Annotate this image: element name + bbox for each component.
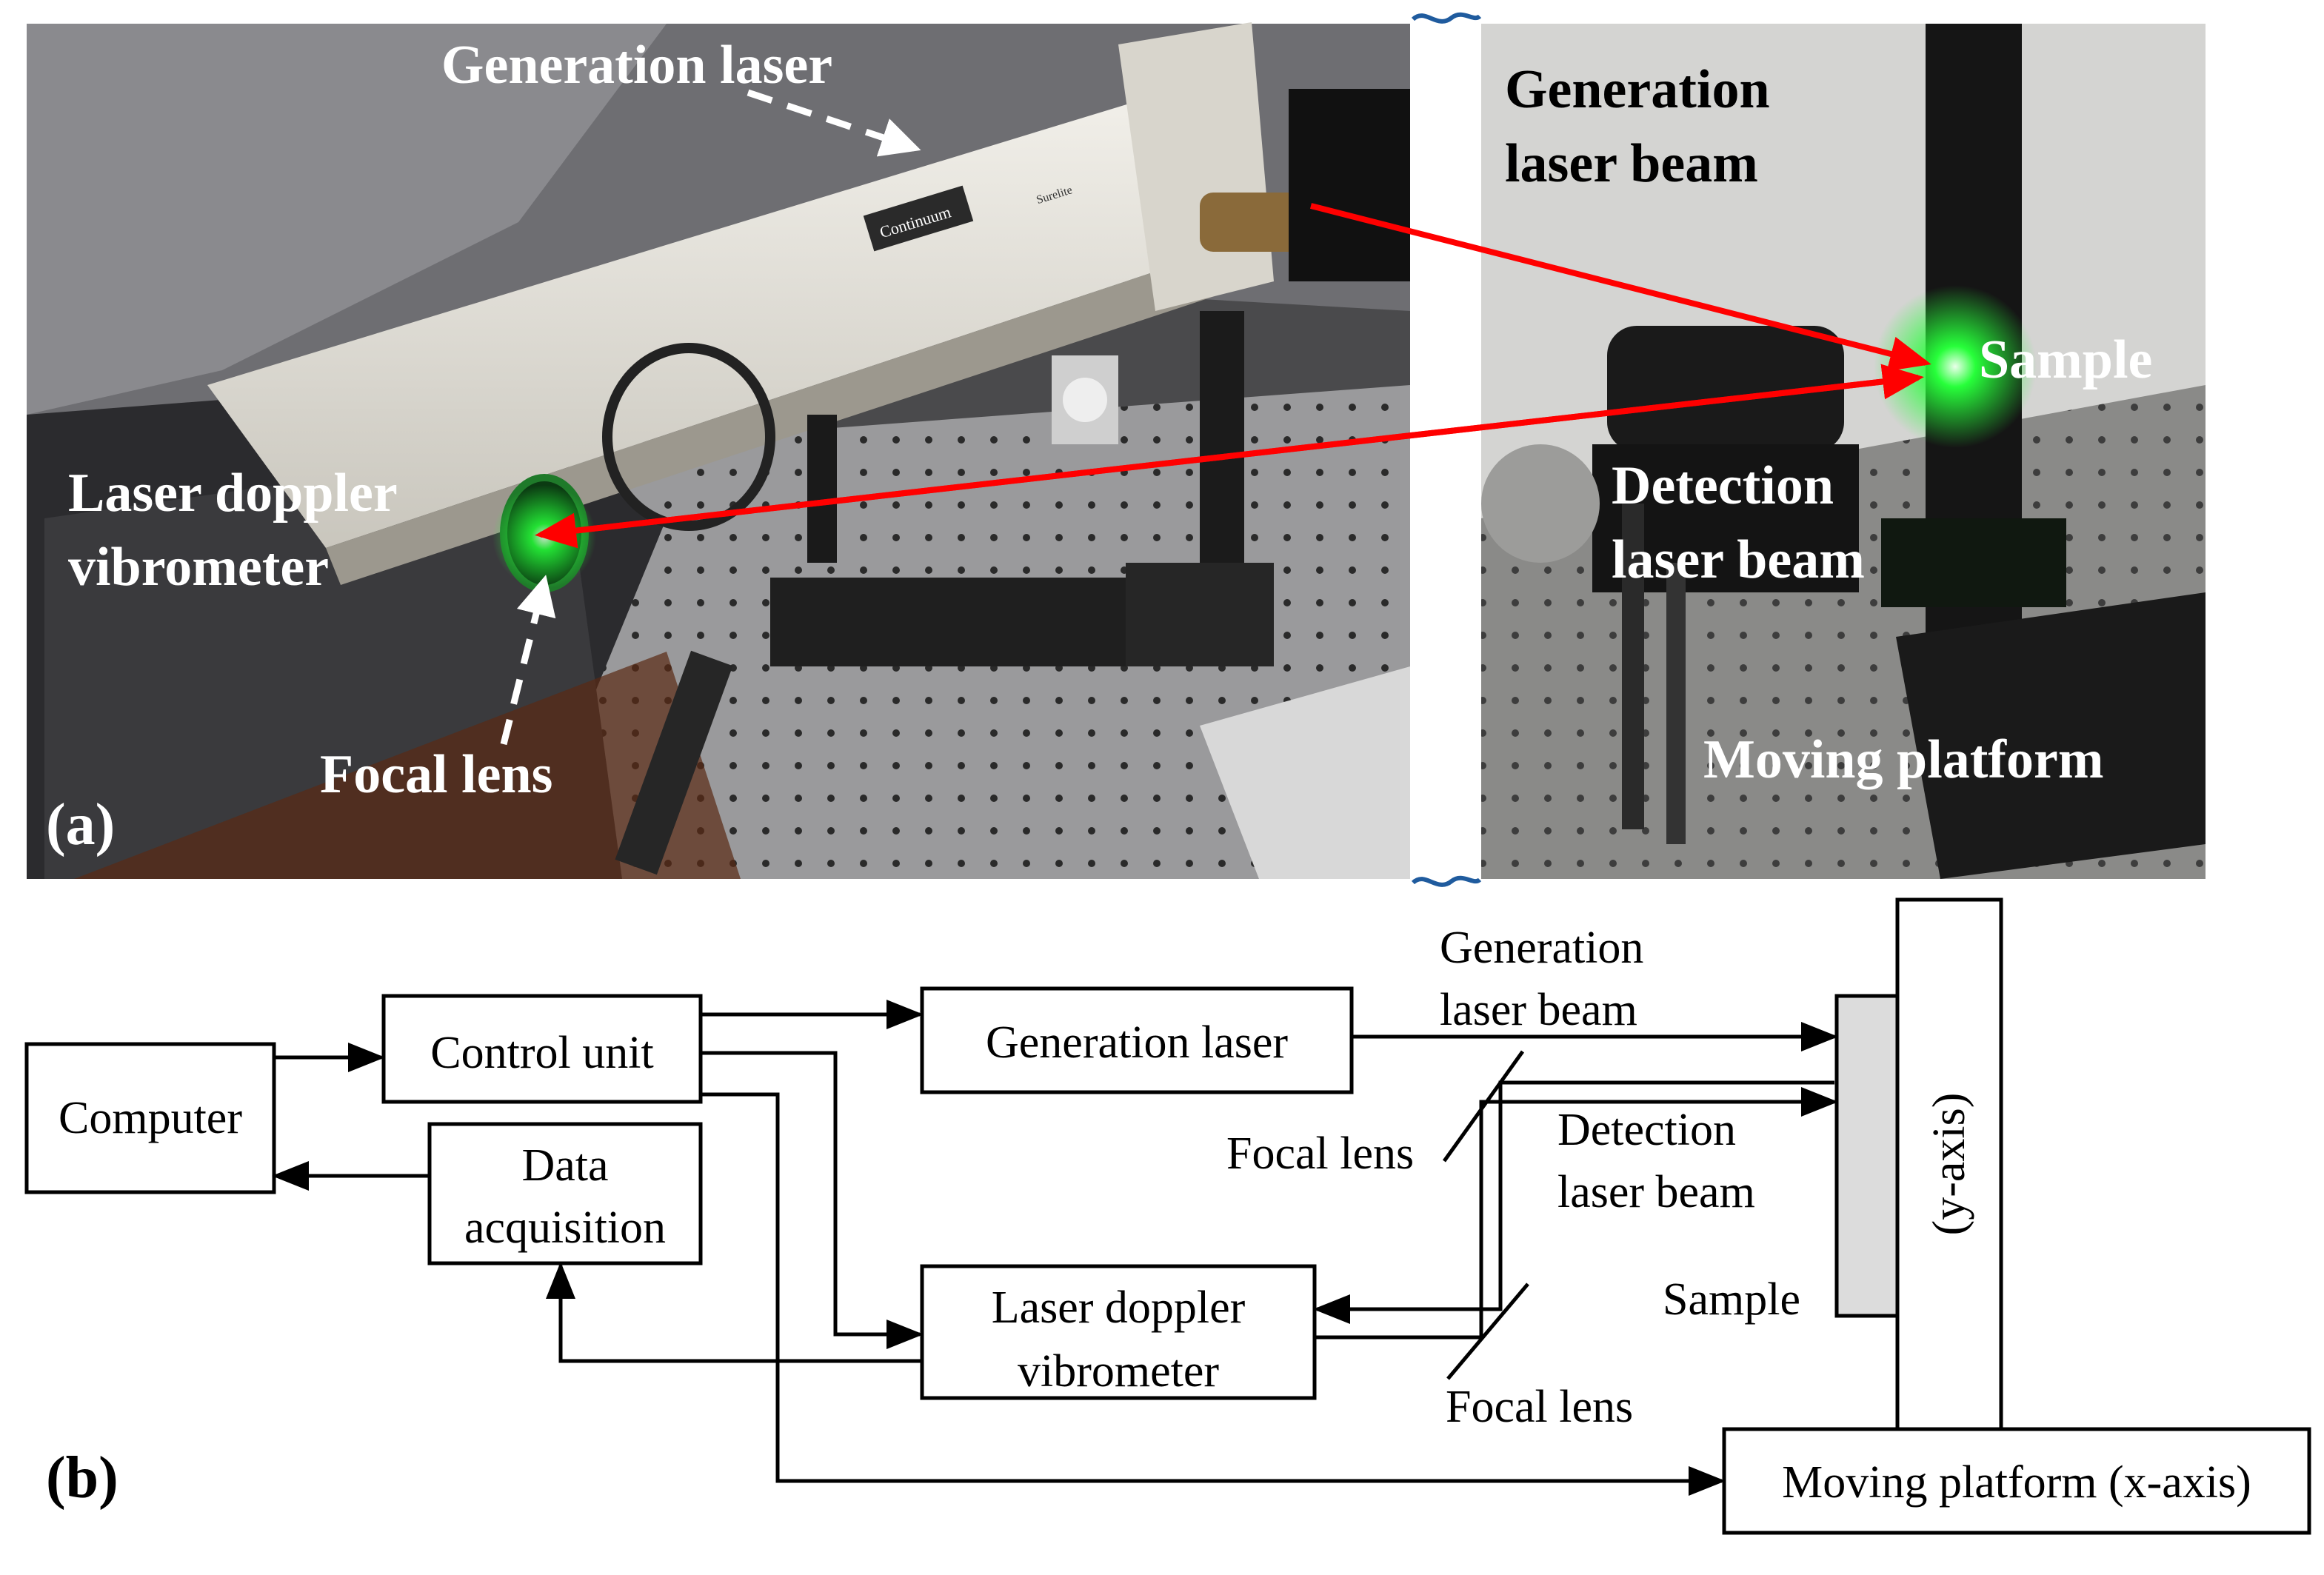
box-laser-doppler — [920, 1264, 1317, 1400]
box-generation-laser — [920, 986, 1354, 1094]
detection-beam-arrow-return — [540, 364, 1924, 538]
label-laser-doppler-2: vibrometer — [1018, 1346, 1219, 1397]
label-moving-platform: Moving platform — [1703, 729, 2104, 790]
generation-laser-pointer — [747, 89, 921, 157]
box-y-axis — [1895, 897, 2003, 1431]
label-generation-beam-2: laser beam — [1440, 985, 1637, 1035]
label-focal-lens-top: Focal lens — [1226, 1128, 1414, 1179]
label-generation-beam-1: Generation — [1440, 923, 1643, 973]
label-sample: Sample — [1979, 330, 2152, 390]
panel-a-label: (a) — [46, 792, 115, 857]
label-sample: Sample — [1663, 1274, 1800, 1325]
label-data-acquisition-1: Data — [521, 1140, 608, 1191]
panel-b-diagram: Computer Control unit Data acquisition G… — [24, 897, 2311, 1535]
focal-lens-bottom — [1446, 1283, 1529, 1380]
generation-beam-arrow — [1310, 203, 1931, 372]
sample-glow — [1874, 285, 2037, 448]
label-laser-doppler-1: Laser doppler — [992, 1283, 1246, 1333]
optics-assembly — [602, 311, 1410, 879]
label-data-acquisition-2: acquisition — [464, 1203, 666, 1253]
photo-right — [1481, 24, 2206, 879]
wire-vibrometer-to-daq — [546, 1262, 922, 1363]
box-control-unit — [381, 994, 703, 1104]
box-computer — [24, 1042, 276, 1194]
photo-left: Continuum Surelite — [27, 22, 1410, 879]
focal-lens-top — [1442, 1050, 1525, 1163]
break-mark-top — [1411, 12, 1482, 24]
box-moving-platform — [1722, 1427, 2311, 1535]
box-data-acquisition — [427, 1122, 703, 1265]
label-y-axis: (y-axis) — [1924, 1093, 1974, 1236]
label-moving-platform: Moving platform (x-axis) — [1782, 1457, 2251, 1508]
label-generation-laser-beam-2: laser beam — [1505, 133, 1758, 194]
panel-a-photo: Continuum Surelite — [27, 12, 2206, 887]
photo-divider — [1410, 24, 1481, 879]
laser-output-aperture — [1200, 193, 1303, 252]
label-generation-laser: Generation laser — [986, 1017, 1288, 1068]
label-control-unit: Control unit — [430, 1028, 653, 1078]
label-laser-doppler-2: vibrometer — [68, 537, 329, 598]
label-detection-beam-2: laser beam — [1557, 1167, 1755, 1217]
label-detection-beam-2: laser beam — [1612, 529, 1865, 590]
label-detection-beam-1: Detection — [1557, 1105, 1736, 1155]
label-laser-doppler-1: Laser doppler — [68, 463, 398, 524]
label-generation-laser: Generation laser — [441, 35, 832, 96]
focal-lens-pointer — [500, 575, 556, 746]
detection-beam-out — [1315, 1087, 1838, 1340]
label-focal-lens: Focal lens — [320, 744, 552, 805]
moving-platform-device — [1896, 592, 2206, 879]
detection-beam-return — [1313, 1080, 1834, 1324]
label-computer: Computer — [59, 1093, 242, 1143]
detection-head — [1607, 326, 1844, 452]
wire-control-to-platform — [701, 1092, 1726, 1496]
label-generation-laser-beam-1: Generation — [1505, 59, 1770, 120]
break-mark-bottom — [1411, 875, 1482, 887]
label-detection-beam-1: Detection — [1612, 455, 1834, 516]
panel-b-label: (b) — [46, 1445, 118, 1511]
label-focal-lens-bottom: Focal lens — [1446, 1382, 1633, 1432]
wire-control-to-vibrometer — [701, 1051, 924, 1349]
